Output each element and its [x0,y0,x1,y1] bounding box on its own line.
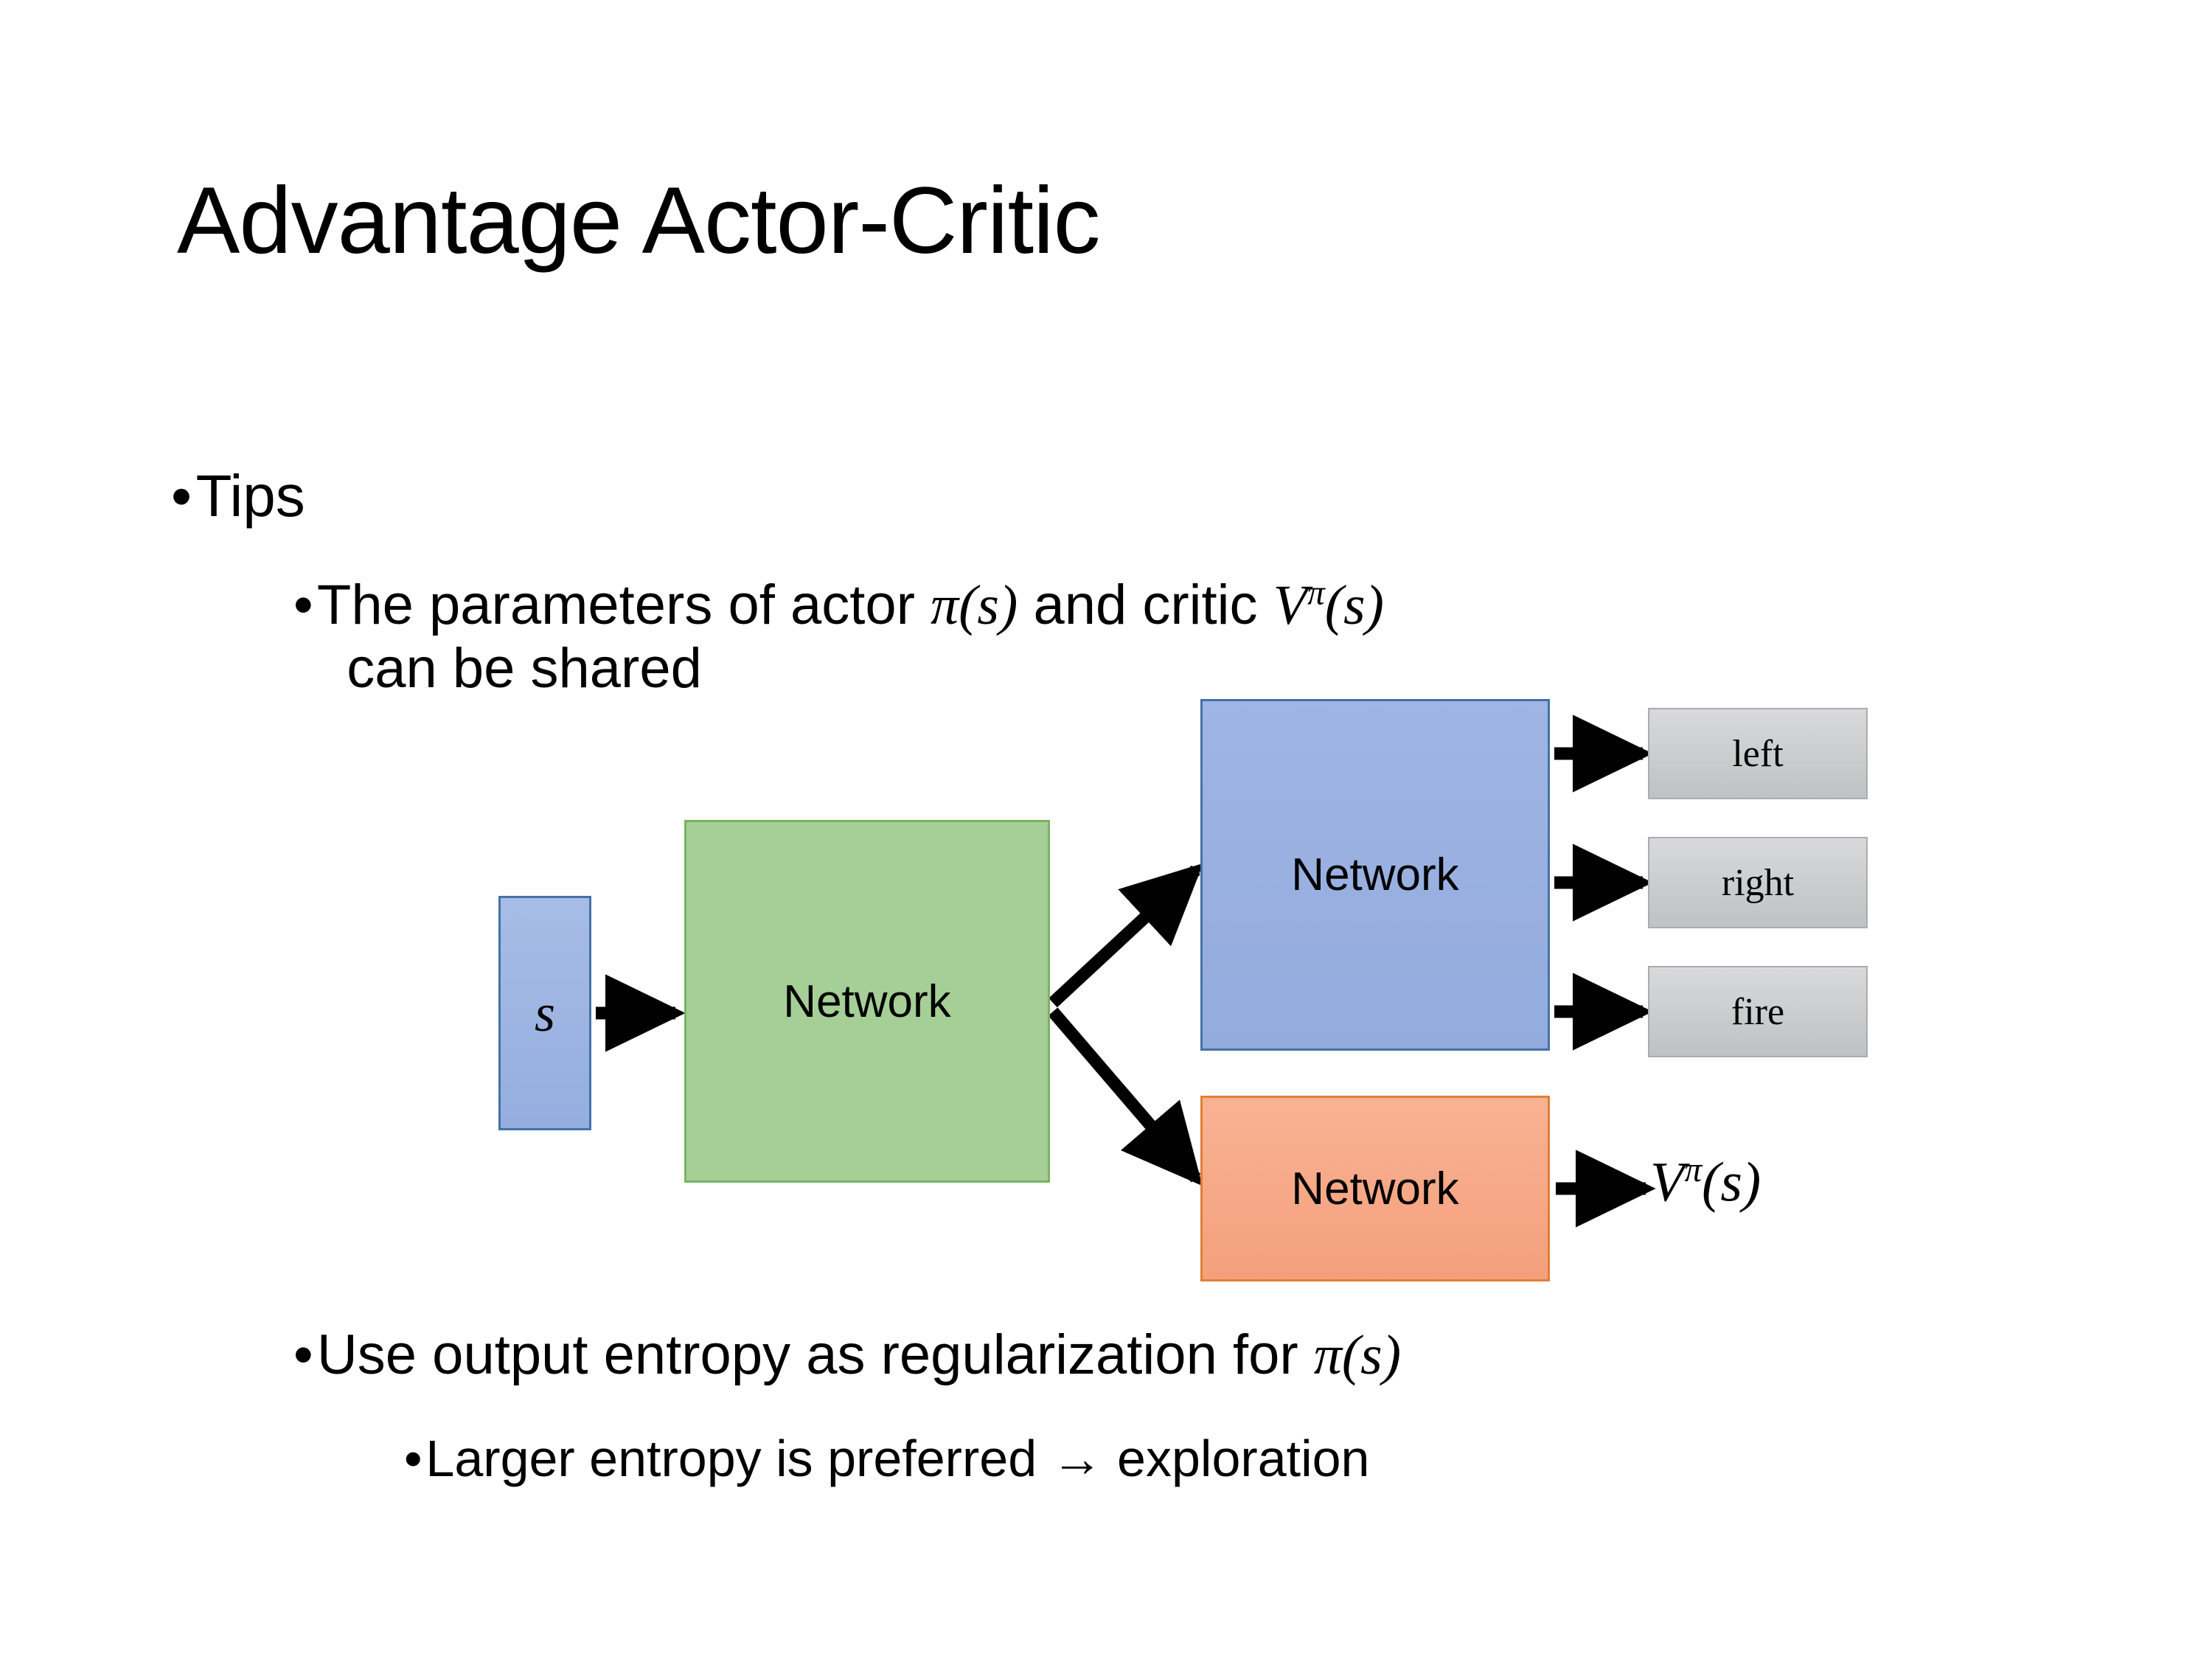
critic-value-arg: (s) [1702,1151,1761,1214]
math-critic-v: Vπ(s) [1273,574,1384,636]
bullet-larger-entropy-label: Larger entropy is preferred → exploratio… [425,1430,1370,1487]
shared-network-label: Network [783,975,951,1027]
bullet-tips: Tips [171,463,305,529]
action-box-fire[interactable]: fire [1648,966,1868,1057]
shared-network-box[interactable]: Network [684,820,1050,1183]
bullet-parameters-text-mid: and critic [1018,574,1273,636]
critic-network-box[interactable]: Network [1200,1096,1550,1281]
critic-value-output: Vπ(s) [1650,1150,1761,1214]
state-input-label: s [534,983,556,1043]
action-box-left[interactable]: left [1648,708,1868,799]
math-critic-v-base: V [1273,574,1308,636]
action-label-fire: fire [1731,990,1785,1033]
arrow-shared-to-actor [1048,863,1203,1008]
critic-network-label: Network [1291,1163,1459,1214]
bullet-tips-label: Tips [195,463,305,529]
bullet-shared-parameters-line2: can be shared [293,637,2063,700]
math-critic-v-superscript: π [1307,574,1325,613]
critic-value-superscript: π [1684,1151,1703,1189]
state-input-box[interactable]: s [498,896,591,1130]
action-label-right: right [1721,861,1795,904]
actor-network-label: Network [1291,849,1459,900]
bullet-larger-entropy: Larger entropy is preferred → exploratio… [404,1430,1370,1487]
bullet-shared-parameters: The parameters of actor π(s) and critic … [293,574,2063,700]
math-critic-v-arg: (s) [1324,574,1384,636]
math-entropy-pi-s: π(s) [1313,1324,1402,1386]
page-title: Advantage Actor-Critic [177,168,1100,274]
bullet-entropy-text: Use output entropy as regularization for [316,1324,1314,1386]
bullet-entropy-regularization: Use output entropy as regularization for… [293,1324,1401,1387]
arrow-shared-to-critic [1048,1007,1203,1186]
bullet-parameters-text-pre: The parameters of actor [316,574,931,636]
action-label-left: left [1732,732,1784,775]
action-box-right[interactable]: right [1648,837,1868,928]
math-actor-pi-s: π(s) [931,574,1018,636]
bullet-shared-parameters-line1: The parameters of actor π(s) and critic … [293,574,2063,637]
bullet-parameters-line2-label: can be shared [347,637,702,700]
critic-value-base: V [1650,1151,1685,1214]
actor-network-box[interactable]: Network [1200,699,1550,1051]
